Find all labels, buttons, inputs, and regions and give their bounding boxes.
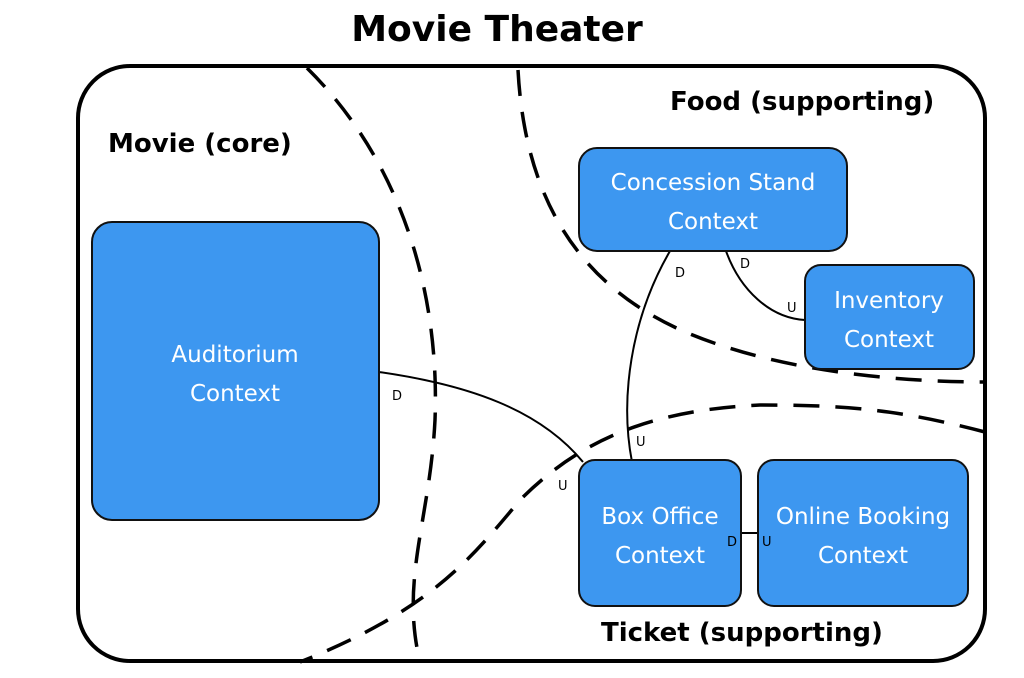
food-domain-boundary-lower [299, 403, 986, 664]
rel-inventory-upstream: U [787, 301, 797, 316]
inventory-context-shape [804, 264, 975, 370]
concession-context-label-line1: Concession Stand [611, 170, 816, 196]
box-office-context-label-line2: Context [615, 543, 705, 569]
domain-label-ticket: Ticket (supporting) [601, 618, 883, 648]
online-booking-context-label-line2: Context [818, 543, 908, 569]
box-office-context-shape [578, 459, 742, 607]
link-auditorium-box-office [378, 371, 584, 463]
movie-domain-boundary [305, 66, 438, 663]
box-office-context-box[interactable]: Box Office Context [578, 459, 742, 607]
rel-online-booking-upstream: U [762, 535, 772, 550]
inventory-context-box[interactable]: Inventory Context [804, 264, 975, 370]
auditorium-context-label-line1: Auditorium [171, 342, 298, 368]
online-booking-context-shape [757, 459, 969, 607]
online-booking-context-label-line1: Online Booking [776, 504, 950, 530]
rel-concession-downstream-to-inventory: D [740, 257, 750, 272]
rel-box-office-upstream-from-auditorium: U [558, 479, 568, 494]
domain-label-movie: Movie (core) [108, 129, 292, 159]
diagram-title: Movie Theater [351, 9, 643, 50]
concession-context-box[interactable]: Concession Stand Context [578, 147, 848, 252]
concession-context-shape [578, 147, 848, 252]
inventory-context-label-line2: Context [844, 327, 934, 353]
link-concession-box-office [626, 250, 671, 463]
domain-label-food: Food (supporting) [670, 87, 934, 117]
concession-context-label-line2: Context [668, 209, 758, 235]
auditorium-context-label-line2: Context [190, 381, 280, 407]
auditorium-context-box[interactable]: Auditorium Context [91, 221, 380, 521]
rel-box-office-downstream: D [727, 535, 737, 550]
online-booking-context-box[interactable]: Online Booking Context [757, 459, 969, 607]
rel-auditorium-downstream: D [392, 389, 402, 404]
link-concession-inventory [725, 250, 806, 321]
box-office-context-label-line1: Box Office [601, 504, 718, 530]
auditorium-context-shape [91, 221, 380, 521]
rel-concession-downstream-to-box-office: D [675, 266, 685, 281]
rel-box-office-upstream-from-concession: U [636, 435, 646, 450]
inventory-context-label-line1: Inventory [834, 288, 944, 314]
theater-boundary [76, 64, 987, 663]
food-domain-boundary [516, 69, 986, 384]
